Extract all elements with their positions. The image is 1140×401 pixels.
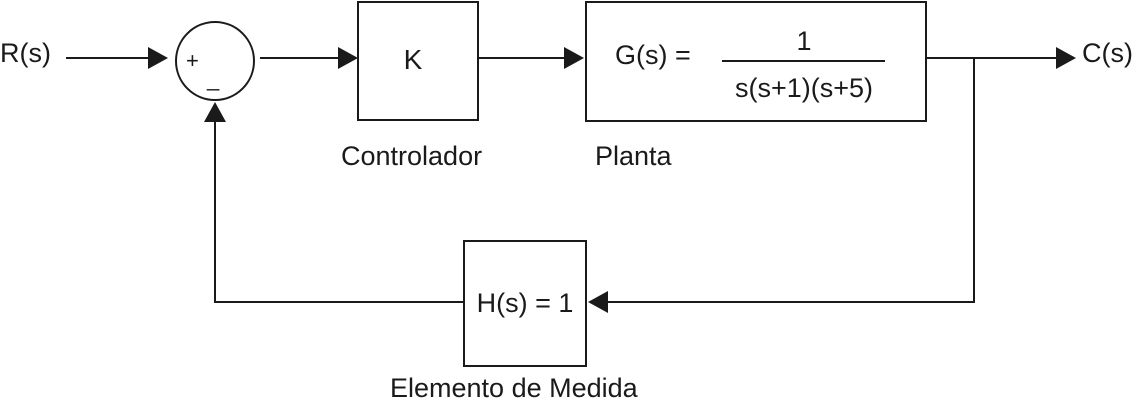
feedback-takeoff-line bbox=[608, 58, 975, 303]
input-arrowhead bbox=[148, 47, 168, 69]
output-arrowhead bbox=[1056, 47, 1076, 69]
controller-input-arrowhead bbox=[338, 47, 358, 69]
plant-input-arrowhead bbox=[564, 47, 584, 69]
summing-junction bbox=[175, 21, 255, 101]
controller-symbol: K bbox=[404, 44, 423, 75]
plant-lhs: G(s) = bbox=[615, 40, 691, 70]
plant-numerator: 1 bbox=[796, 26, 811, 56]
feedback-return-line bbox=[214, 122, 464, 303]
plant-denominator: s(s+1)(s+5) bbox=[735, 73, 873, 103]
feedback-caption: Elemento de Medida bbox=[390, 373, 639, 401]
summing-plus-sign: + bbox=[186, 48, 199, 73]
summing-minus-sign: _ bbox=[206, 66, 220, 91]
feedback-junction-arrowhead bbox=[204, 102, 226, 122]
controller-block bbox=[357, 1, 479, 121]
feedback-block bbox=[463, 240, 587, 367]
feedback-expression: H(s) = 1 bbox=[477, 288, 574, 318]
feedback-block-arrowhead bbox=[588, 291, 608, 313]
input-signal-label: R(s) bbox=[0, 38, 51, 68]
output-signal-label: C(s) bbox=[1082, 38, 1133, 68]
controller-caption: Controlador bbox=[341, 141, 482, 171]
plant-caption: Planta bbox=[595, 141, 673, 171]
